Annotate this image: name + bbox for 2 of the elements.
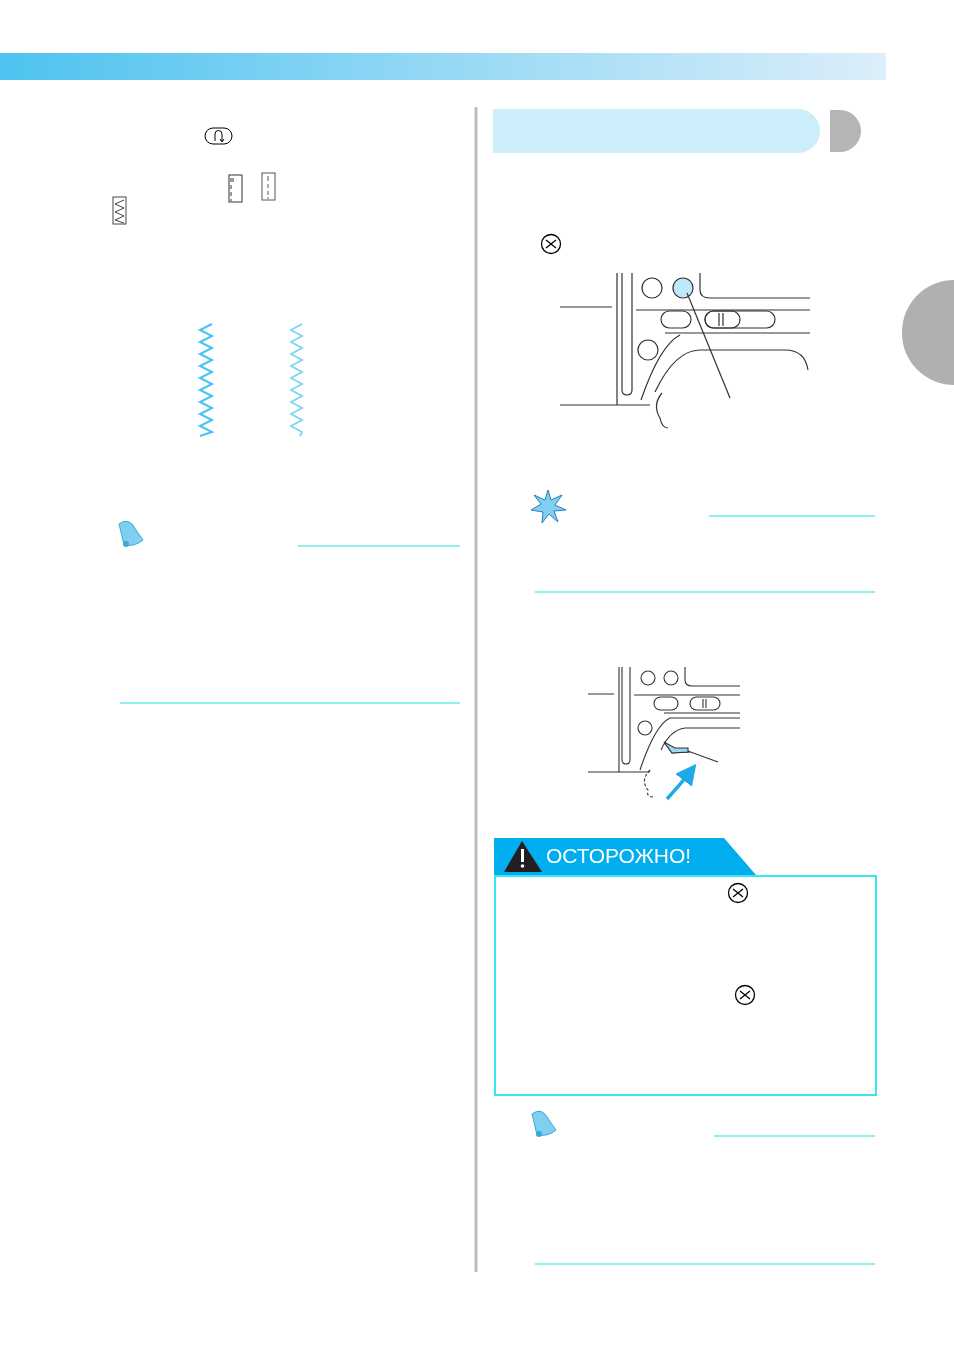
chapter-tab [902,280,954,385]
warning-heading: ОСТОРОЖНО! [546,843,692,869]
